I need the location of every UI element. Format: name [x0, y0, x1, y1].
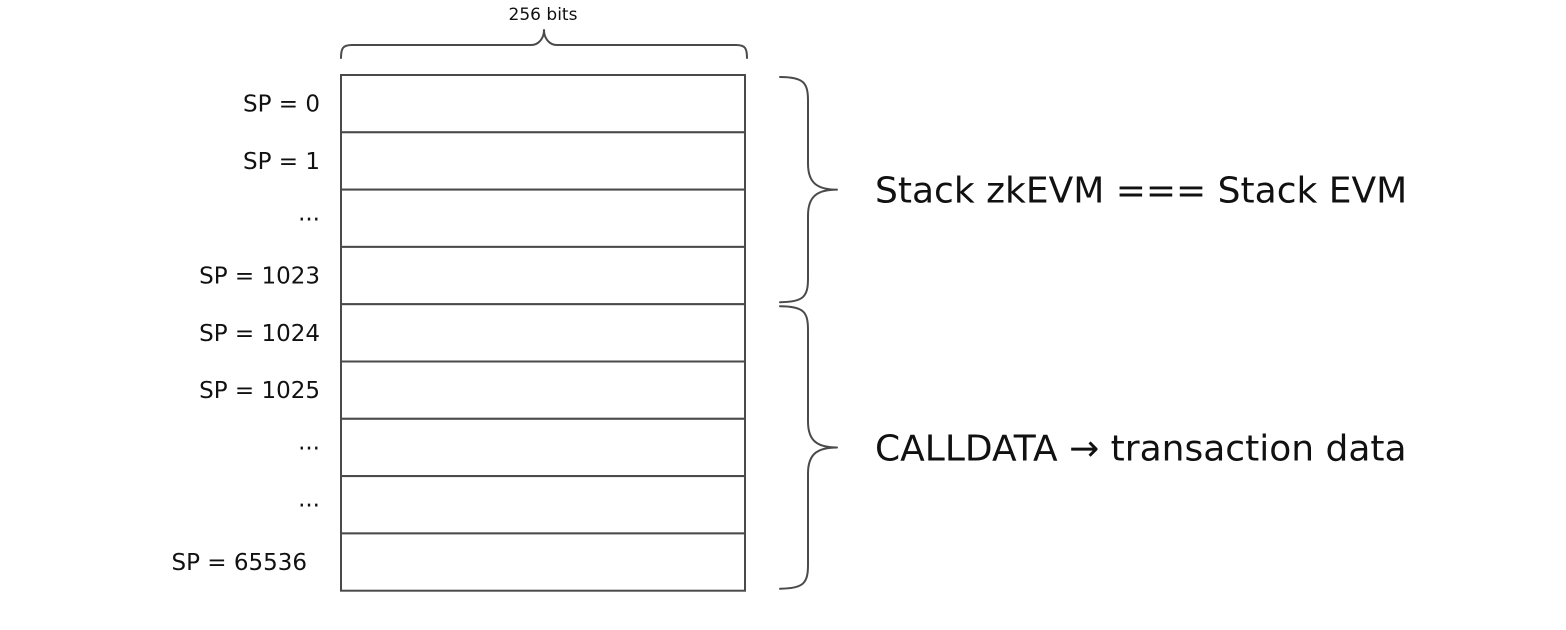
width-brace — [340, 29, 748, 59]
stack-slot-cell — [340, 74, 746, 134]
stack-slot-cell — [340, 475, 746, 535]
stack-slot-cell — [340, 245, 746, 306]
stack-slot: ... — [298, 417, 746, 478]
group-label: CALLDATA → transaction data — [875, 428, 1407, 469]
stack-slot: ... — [298, 475, 746, 535]
stack-slot-cell — [340, 360, 746, 420]
group-label: Stack zkEVM === Stack EVM — [875, 171, 1407, 212]
stack-slot: SP = 1024 — [199, 303, 746, 363]
stack-slot-cell — [340, 188, 746, 248]
group-brace — [779, 76, 838, 304]
slot-groups: Stack zkEVM === Stack EVM CALLDATA → tran… — [779, 76, 1407, 590]
stack-pointer-label: SP = 1023 — [199, 264, 320, 290]
stack-slot: SP = 1 — [243, 131, 746, 191]
stack-slot: SP = 1025 — [199, 360, 746, 420]
stack-pointer-label: SP = 1025 — [199, 378, 320, 404]
stack-pointer-label: ... — [298, 429, 320, 455]
stack-slots: SP = 0 SP = 1... SP = 1023 SP = 1024 SP = 10… — [171, 74, 746, 592]
stack-pointer-label: SP = 65536 — [171, 550, 307, 576]
stack-pointer-label: ... — [298, 200, 320, 226]
stack-slot-cell — [340, 131, 746, 191]
stack-slot: ... — [298, 188, 746, 248]
stack-pointer-label: SP = 0 — [243, 92, 320, 118]
stack-slot-cell — [340, 303, 746, 363]
stack-slot: SP = 65536 — [171, 532, 746, 592]
stack-slot: SP = 1023 — [199, 245, 746, 306]
stack-slot: SP = 0 — [243, 74, 746, 134]
stack-slot-cell — [340, 417, 746, 478]
width-label: 256 bits — [509, 5, 578, 25]
stack-pointer-label: SP = 1 — [243, 149, 320, 175]
stack-pointer-label: ... — [298, 487, 320, 513]
group-brace — [779, 305, 838, 590]
stack-slot-cell — [340, 532, 746, 592]
stack-pointer-label: SP = 1024 — [199, 321, 320, 347]
